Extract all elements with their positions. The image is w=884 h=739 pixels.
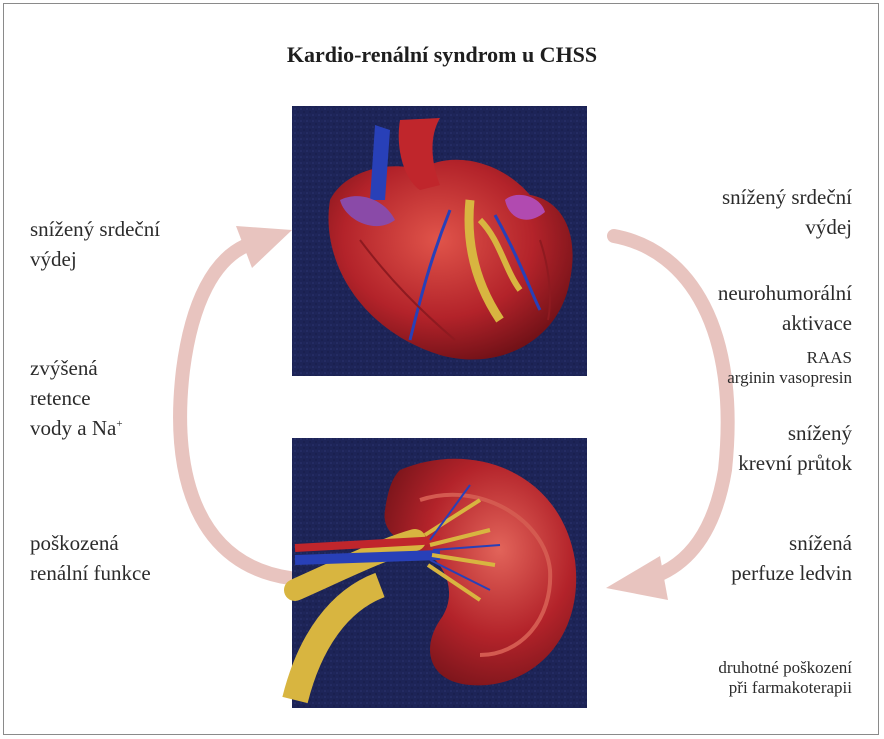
right-cycle-arrow [606,236,728,600]
right-label-vasopressin: arginin vasopresin [727,368,852,388]
heart-image [292,106,587,376]
kidney-image [292,438,587,708]
right-label-activation: neurohumorální aktivace [718,278,852,338]
left-label-renal-function: poškozená renální funkce [30,528,151,588]
left-label-retention-text: zvýšená retence vody a Na [30,356,116,440]
right-label-reduced-output: snížený srdeční výdej [722,182,852,242]
left-label-reduced-output: snížený srdeční výdej [30,214,160,274]
sodium-superscript: + [116,418,122,430]
right-label-perfusion: snížená perfuze ledvin [731,528,852,588]
left-cycle-arrow [180,226,292,578]
right-label-blood-flow: snížený krevní průtok [738,418,852,478]
right-label-raas: RAAS [807,348,852,368]
right-label-pharmacotherapy: druhotné poškození při farmakoterapii [718,658,852,698]
left-label-retention: zvýšená retence vody a Na+ [30,353,123,443]
